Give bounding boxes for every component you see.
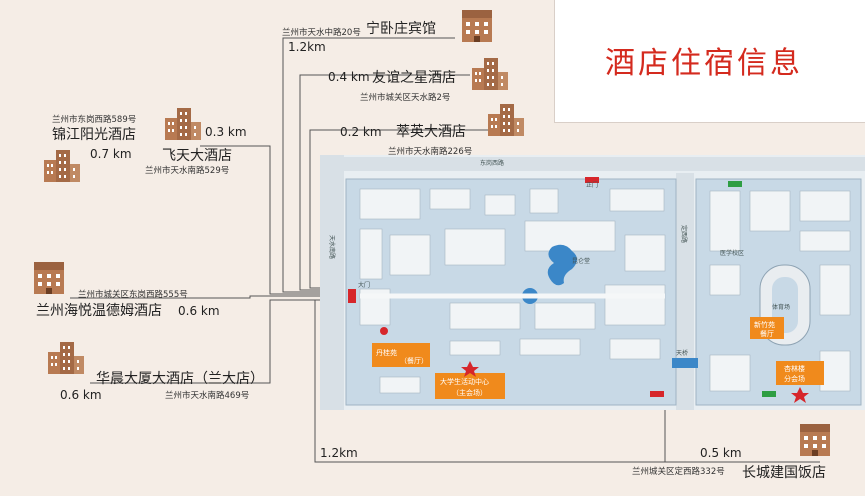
hotel-distance: 0.5 km	[700, 446, 742, 460]
hotel-icon	[34, 262, 64, 294]
hotel-name: 宁卧庄宾馆	[366, 21, 436, 37]
hotel-address: 兰州市城关区天水路2号	[360, 93, 451, 103]
venue-label: （餐厅）	[400, 356, 428, 365]
hotel-address: 兰州市天水南路469号	[165, 391, 250, 401]
hotel-name: 飞天大酒店	[162, 148, 232, 164]
hotel-address: 兰州市东岗西路589号	[52, 115, 137, 125]
campus-map: 东岗西路 天水南路 定西路 体育场 昆仑堂 大门 正门 天桥 医学校区 丹桂苑 …	[320, 155, 865, 410]
venue-sub-block	[776, 361, 824, 385]
hotel-name: 兰州海悦温德姆酒店	[36, 303, 162, 319]
hotel-name: 锦江阳光酒店	[52, 127, 136, 143]
page-title: 酒店住宿信息	[605, 46, 803, 81]
place-label: 医学校区	[720, 249, 744, 257]
place-label: 体育场	[772, 303, 790, 311]
hotel-address: 兰州城关区定西路332号	[632, 467, 725, 477]
hotel-name: 华晨大厦大酒店（兰大店）	[96, 371, 264, 387]
place-label: 大门	[358, 281, 370, 289]
lake	[547, 244, 577, 286]
venue-label: 餐厅	[760, 329, 774, 338]
venue-xin-block	[750, 317, 784, 339]
hotel-distance: 0.3 km	[205, 125, 247, 139]
place-label: 昆仑堂	[572, 257, 590, 265]
hotel-name: 友谊之星酒店	[372, 70, 456, 86]
hotel-icon	[472, 58, 508, 90]
road-label: 东岗西路	[480, 159, 504, 167]
hotel-distance: 0.4 km	[328, 70, 370, 84]
hotel-icon	[488, 104, 524, 136]
hotel-address: 兰州市天水南路226号	[388, 147, 473, 157]
hotel-address: 兰州市天水南路529号	[145, 166, 230, 176]
hotel-icon	[44, 150, 80, 182]
hotel-icon	[165, 108, 201, 140]
hotel-icon	[462, 10, 492, 42]
place-label: 正门	[586, 181, 598, 189]
hotel-name: 长城建国饭店	[742, 465, 826, 481]
hotel-distance: 0.7 km	[90, 147, 132, 161]
venue-label: 新竹苑	[754, 320, 775, 329]
hotel-icon	[800, 424, 830, 456]
hotel-distance: 0.6 km	[178, 304, 220, 318]
hotel-distance: 1.2km	[288, 40, 326, 54]
hotel-icon	[48, 342, 84, 374]
hotel-name: 萃英大酒店	[396, 124, 466, 140]
venue-label: 杏林楼	[784, 364, 805, 373]
venue-label: （主会场）	[452, 388, 487, 397]
hotel-address: 兰州市天水中路20号	[282, 28, 361, 38]
venue-dan-block	[372, 343, 430, 367]
venue-main-block	[435, 373, 505, 399]
road-label: 定西路	[680, 225, 688, 243]
road-label: 天水南路	[328, 235, 336, 259]
venue-label: 分会场	[784, 374, 805, 383]
hotel-distance: 0.2 km	[340, 125, 382, 139]
route-distance: 1.2km	[320, 446, 358, 460]
venue-label: 丹桂苑	[376, 348, 397, 357]
venue-label: 大学生活动中心	[440, 377, 489, 386]
hotel-address: 兰州市城关区东岗西路555号	[78, 290, 188, 300]
place-label: 天桥	[676, 349, 688, 357]
hotel-distance: 0.6 km	[60, 388, 102, 402]
title-panel: 酒店住宿信息	[554, 0, 865, 123]
